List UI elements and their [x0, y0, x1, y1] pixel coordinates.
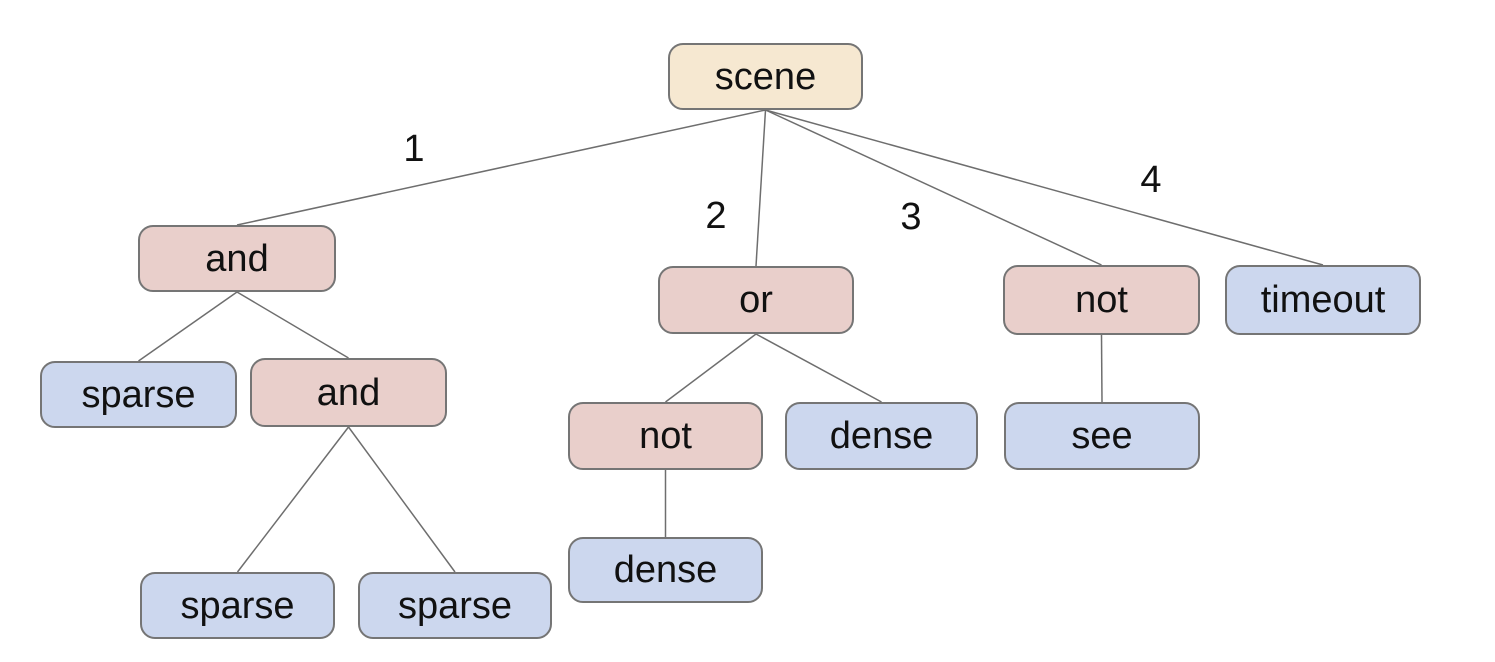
node-and2: and	[250, 358, 447, 427]
node-label: sparse	[180, 584, 295, 627]
edge-label-4: 4	[1140, 159, 1162, 201]
edge-not1-see1	[1100, 334, 1103, 403]
node-not1: not	[1003, 265, 1200, 335]
node-dense2: dense	[568, 537, 763, 603]
edge-and2-sparse2	[236, 426, 350, 573]
node-sparse2: sparse	[140, 572, 335, 639]
node-label: scene	[714, 55, 817, 98]
edge-or1-not2	[665, 333, 757, 403]
edge-scene-or1	[755, 109, 767, 267]
node-label: or	[739, 279, 773, 321]
edge-label-1: 1	[403, 128, 425, 170]
node-label: sparse	[81, 373, 196, 416]
edge-label-2: 2	[705, 195, 727, 237]
node-label: and	[205, 237, 269, 280]
edge-scene-and1	[236, 109, 766, 226]
node-timeout1: timeout	[1225, 265, 1421, 335]
edge-scene-timeout1	[765, 109, 1324, 266]
edge-scene-not1	[765, 109, 1102, 266]
edge-or1-dense1	[755, 333, 882, 403]
node-label: sparse	[397, 584, 513, 627]
node-not2: not	[568, 402, 763, 470]
node-sparse1: sparse	[40, 361, 237, 428]
node-label: and	[316, 371, 381, 414]
node-sparse3: sparse	[358, 572, 552, 639]
node-scene: scene	[668, 43, 863, 110]
node-label: not	[639, 415, 692, 457]
node-label: timeout	[1260, 279, 1386, 321]
node-and1: and	[138, 225, 336, 292]
node-label: dense	[613, 549, 718, 591]
edge-and2-sparse3	[347, 426, 456, 573]
node-dense1: dense	[785, 402, 978, 470]
node-see1: see	[1004, 402, 1200, 470]
edge-label-3: 3	[900, 196, 922, 238]
edge-and1-sparse1	[138, 291, 238, 362]
edge-and1-and2	[236, 291, 349, 359]
node-label: dense	[829, 415, 934, 457]
node-or1: or	[658, 266, 854, 334]
node-label: see	[1071, 415, 1133, 457]
node-label: not	[1075, 279, 1128, 321]
